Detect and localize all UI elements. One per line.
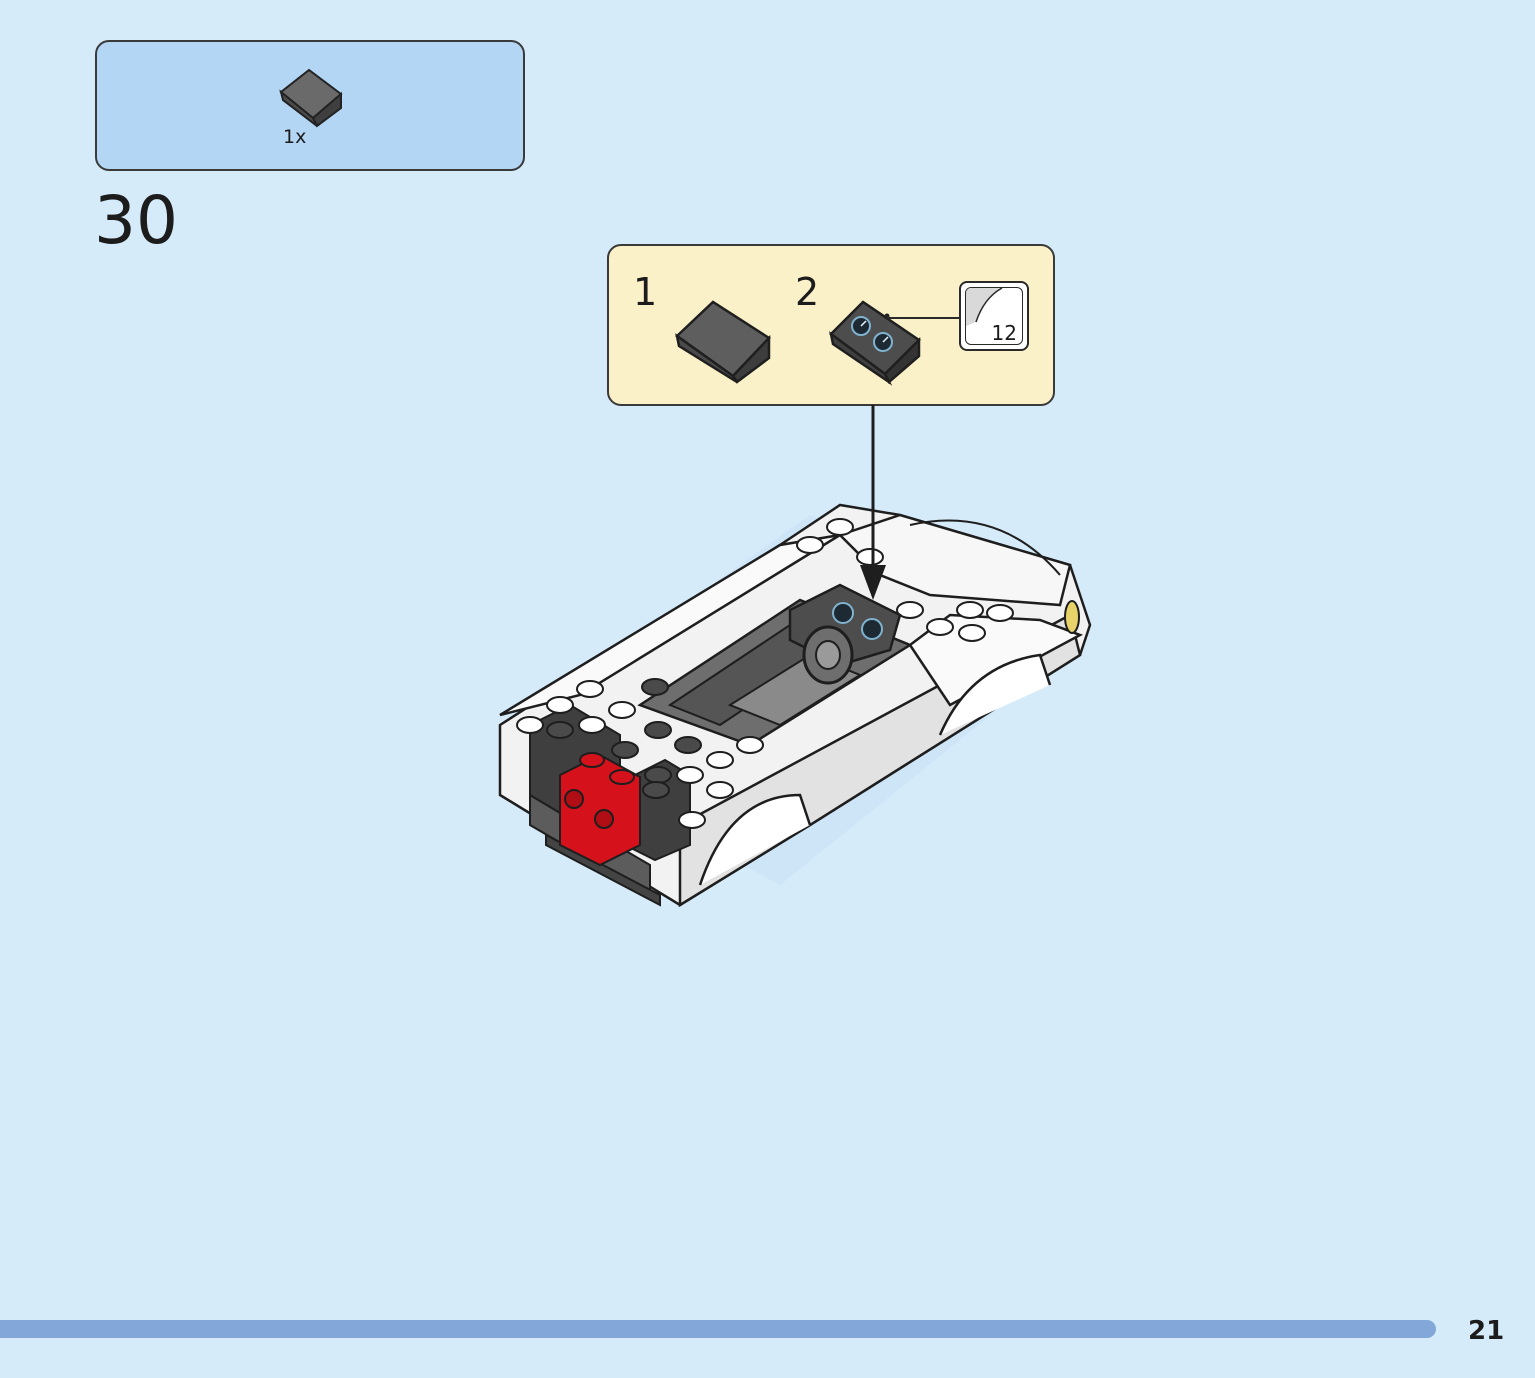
sticker-leader-line [887, 317, 959, 319]
part-quantity: 1x [283, 126, 307, 148]
sub-step-number: 1 [633, 270, 658, 314]
step-number: 30 [94, 182, 178, 259]
sticker-icon: 12 [959, 281, 1029, 351]
slope-with-gauge-sticker-icon [829, 300, 921, 386]
sub-step-number: 2 [795, 270, 820, 314]
page-number: 21 [1468, 1316, 1505, 1346]
white-car-build-icon [498, 405, 1092, 908]
dark-grey-slope-icon [279, 68, 343, 128]
sub-assembly-callout: 1 2 12 [607, 244, 1055, 406]
sticker-number: 12 [991, 321, 1017, 345]
dark-grey-slope-icon [675, 300, 771, 384]
sticker-peel-icon [965, 287, 1023, 345]
placement-arrow-icon [860, 405, 886, 600]
parts-list-box: 1x [95, 40, 525, 171]
footer-progress-bar [0, 1320, 1436, 1338]
